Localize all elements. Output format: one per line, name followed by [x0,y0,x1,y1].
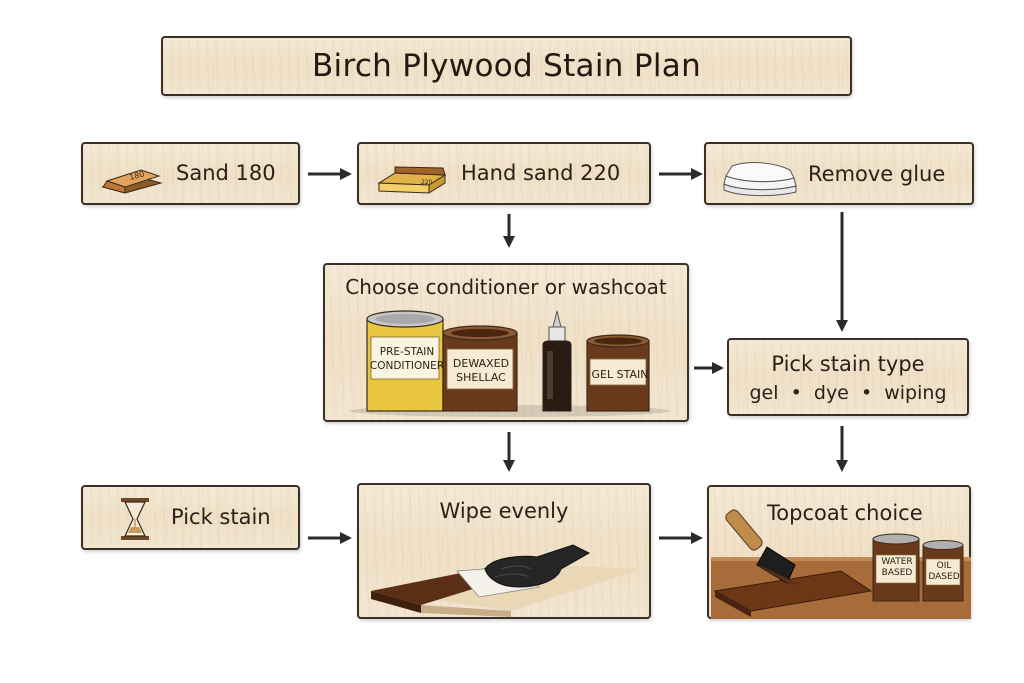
arrow-removeglue-to-stain-type [836,212,848,332]
arrow-stain-type-to-topcoat [836,426,848,472]
node-hand-sand-220[interactable]: 220 Hand sand 220 [357,142,651,205]
gloved-hand-wiping-icon [371,544,641,617]
arrow-wipe-to-topcoat [659,532,703,544]
dewaxed-shellac-can-icon [442,325,518,412]
node-remove-glue[interactable]: Remove glue [704,142,974,205]
title-banner: Birch Plywood Stain Plan [161,36,852,96]
arrow-conditioner-to-wipe [503,432,515,472]
arrow-conditioner-to-stain-type [694,362,724,374]
node-hand-sand-220-label: Hand sand 220 [461,161,621,185]
arrow-handsand220-to-conditioner [503,214,515,248]
stain-type-options: gel • dye • wiping [749,382,947,404]
node-choose-conditioner-label: Choose conditioner or washcoat [345,275,667,299]
can-label-shellac: DEWAXED SHELLAC [452,357,510,384]
arrow-sand180-to-handsand220 [308,168,352,180]
sanding-block-grit: 180 [128,170,145,182]
pre-stain-conditioner-can-icon [366,310,444,412]
foam-brush-icon [725,509,801,585]
dye-bottle-icon [542,310,572,412]
sanding-block-icon: 180 [101,169,163,194]
water-based-can-icon [872,533,920,602]
node-sand-180-label: Sand 180 [176,161,276,185]
hourglass-icon [121,498,149,540]
node-wipe-evenly[interactable]: Wipe evenly [357,483,651,619]
can-label-gel-stain: GEL STAIN [591,368,649,381]
can-label-water-based: WATER BASED [881,557,913,578]
can-label-oil-based: OIL DASED [928,561,960,582]
arrow-handsand220-to-removeglue [659,168,703,180]
topcoat-illustration [711,509,971,619]
arrow-pickstain-to-wipe [308,532,352,544]
sanding-sponge-icon: 220 [377,166,447,194]
node-pick-stain-type-label: Pick stain type [771,352,925,376]
node-sand-180[interactable]: 180 Sand 180 [81,142,300,205]
node-pick-stain[interactable]: Pick stain [81,485,300,550]
page-title: Birch Plywood Stain Plan [311,48,702,84]
products-illustration [350,310,670,417]
can-label-conditioner: PRE-STAIN CONDITIONER [369,346,445,372]
gel-stain-can-icon [586,334,650,412]
sanding-sponge-grit: 220 [421,179,433,186]
oil-based-can-icon [922,540,964,602]
node-pick-stain-label: Pick stain [171,505,271,529]
node-wipe-evenly-label: Wipe evenly [439,499,569,523]
node-choose-conditioner[interactable]: Choose conditioner or washcoat [323,263,689,422]
node-remove-glue-label: Remove glue [808,162,946,186]
node-pick-stain-type[interactable]: Pick stain type gel • dye • wiping [727,338,969,416]
node-topcoat-choice[interactable]: Topcoat choice WATER BASED OIL DASED [707,485,971,619]
node-topcoat-choice-label: Topcoat choice [767,501,923,525]
cloth-rag-icon [723,162,797,197]
